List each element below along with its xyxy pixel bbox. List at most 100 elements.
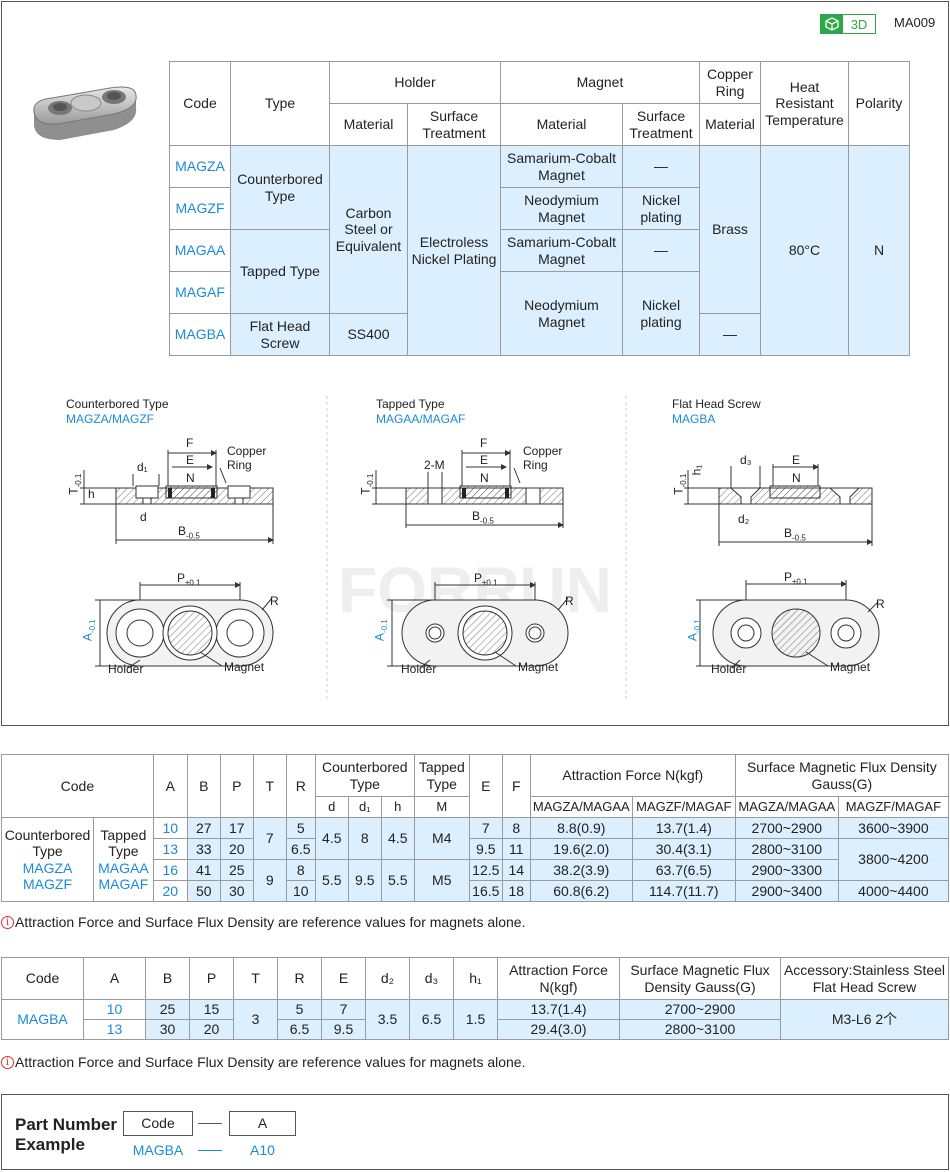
col-magnet: Magnet xyxy=(500,61,700,104)
table-cell: M3-L6 2个 xyxy=(780,999,949,1040)
a-value-link[interactable]: 13 xyxy=(83,1019,146,1040)
type-cell: Flat Head Screw xyxy=(230,313,330,356)
code-link[interactable]: MAGBA xyxy=(169,313,231,356)
table-cell: 1.5 xyxy=(453,999,498,1040)
product-photo xyxy=(33,86,137,140)
col-h1: h₁ xyxy=(453,957,498,1000)
col-A: A xyxy=(152,754,188,818)
3d-label: 3D xyxy=(850,16,868,32)
product-frame xyxy=(1,1,949,726)
code-link[interactable]: MAGZA xyxy=(22,859,73,876)
a-value-link[interactable]: 10 xyxy=(83,999,146,1020)
col-R: R xyxy=(277,957,322,1000)
holder-label: Holder xyxy=(711,662,747,676)
magnet-material-cell: Samarium-Cobalt Magnet xyxy=(500,145,623,188)
col-flux: Surface Magnetic Flux Density Gauss(G) xyxy=(734,754,950,797)
holder-material-cell: SS400 xyxy=(329,313,408,356)
magnet-surface-cell: Nickel plating xyxy=(622,187,700,230)
a-value-link[interactable]: 10 xyxy=(152,817,188,839)
table-cell: 10 xyxy=(285,880,316,902)
dim-P: P±0.1 xyxy=(784,570,808,587)
dim-d3: d₃ xyxy=(740,453,752,467)
table-cell: 114.7(11.7) xyxy=(631,880,736,902)
table-cell: 3.5 xyxy=(365,999,410,1040)
dim-A: A-0.1 xyxy=(685,619,703,642)
magnet-surface-cell: Nickel plating xyxy=(622,271,700,356)
drawing-title: Flat Head Screw xyxy=(672,397,761,411)
table-cell: 6.5 xyxy=(409,999,454,1040)
col-holder: Holder xyxy=(329,61,501,104)
table-cell: 29.4(3.0) xyxy=(497,1019,620,1040)
code-link[interactable]: MAGAF xyxy=(98,875,149,892)
table-cell: 15 xyxy=(189,999,234,1020)
table-cell: 50 xyxy=(186,880,221,902)
cube-icon xyxy=(821,15,843,33)
col-force-f: MAGZF/MAGAF xyxy=(631,796,736,818)
3d-model-button[interactable]: 3D xyxy=(820,14,876,34)
part-number-title: Part Number Example xyxy=(15,1115,118,1154)
table-cell: 8 xyxy=(347,817,382,860)
dim-B: B-0.5 xyxy=(472,509,494,526)
dim-N: N xyxy=(186,471,195,485)
table-cell: 2700~2900 xyxy=(619,999,781,1020)
drawing-codes: MAGBA xyxy=(672,412,716,426)
table-cell: 17 xyxy=(219,817,254,839)
col-accessory: Accessory:Stainless Steel Flat Head Scre… xyxy=(780,957,949,1000)
table-cell: 4.5 xyxy=(380,817,415,860)
dim-F: F xyxy=(186,436,194,450)
dim-h1: h₁ xyxy=(689,464,704,476)
table-cell: 9.5 xyxy=(321,1019,366,1040)
dim-T: T-0.1 xyxy=(671,473,688,495)
col-M: M xyxy=(413,796,470,818)
col-tapped: Tapped Type xyxy=(413,754,470,797)
col-code: Code xyxy=(169,61,231,146)
magnet-material-cell: Neodymium Magnet xyxy=(500,187,623,230)
dim-T: T-0.1 xyxy=(358,473,375,495)
drawing-title: Counterbored Type xyxy=(66,397,169,411)
dim-B: B-0.5 xyxy=(178,524,200,541)
dim-E: E xyxy=(792,453,801,467)
table-cell: 4.5 xyxy=(314,817,349,860)
col-flux-a: MAGZA/MAGAA xyxy=(734,796,839,818)
table-cell: 41 xyxy=(186,859,221,881)
table-cell: 2900~3300 xyxy=(734,859,839,881)
example-code: MAGBA xyxy=(132,1142,184,1158)
dim-F: F xyxy=(480,436,488,450)
dim-d1: d₁ xyxy=(137,460,148,474)
magnet-material-cell: Neodymium Magnet xyxy=(500,271,623,356)
col-d: d xyxy=(314,796,349,818)
table-cell: 7 xyxy=(468,817,503,839)
code-link[interactable]: MAGZF xyxy=(23,875,72,892)
table-cell: 20 xyxy=(189,1019,234,1040)
magnet-label: Magnet xyxy=(830,660,871,674)
dim-R: R xyxy=(270,594,279,608)
code-link[interactable]: MAGBA xyxy=(1,999,84,1040)
table-cell: M5 xyxy=(413,859,470,902)
table-cell: 2900~3400 xyxy=(734,880,839,902)
a-value-link[interactable]: 16 xyxy=(152,859,188,881)
col-T: T xyxy=(233,957,278,1000)
magnet-material-cell: Samarium-Cobalt Magnet xyxy=(500,229,623,272)
table-cell: 3600~3900 xyxy=(837,817,950,839)
table-cell: 20 xyxy=(219,838,254,860)
info-icon: i xyxy=(1,1055,14,1069)
dim-P: P±0.1 xyxy=(474,571,498,588)
table-cell: 6.5 xyxy=(285,838,316,860)
col-holder-surface: Surface Treatment xyxy=(407,103,501,146)
col-holder-material: Material xyxy=(329,103,408,146)
drawing-codes: MAGZA/MAGZF xyxy=(66,412,154,426)
dimension-table-magba: Code A B P T R E d₂ d₃ h₁ Attraction For… xyxy=(1,957,949,1040)
code-box: Code xyxy=(123,1111,193,1136)
col-P: P xyxy=(219,754,254,818)
col-heat: Heat Resistant Temperature xyxy=(760,61,849,146)
col-copper-material: Material xyxy=(699,103,761,146)
a-value-link[interactable]: 20 xyxy=(152,880,188,902)
code-link[interactable]: MAGAA xyxy=(98,859,149,876)
dim-d2: d₂ xyxy=(738,512,750,526)
dim-A: A-0.1 xyxy=(372,619,390,642)
code-link[interactable]: MAGAF xyxy=(169,271,231,314)
table-cell: 13.7(1.4) xyxy=(497,999,620,1020)
a-value-link[interactable]: 13 xyxy=(152,838,188,860)
table-cell: 25 xyxy=(145,999,190,1020)
